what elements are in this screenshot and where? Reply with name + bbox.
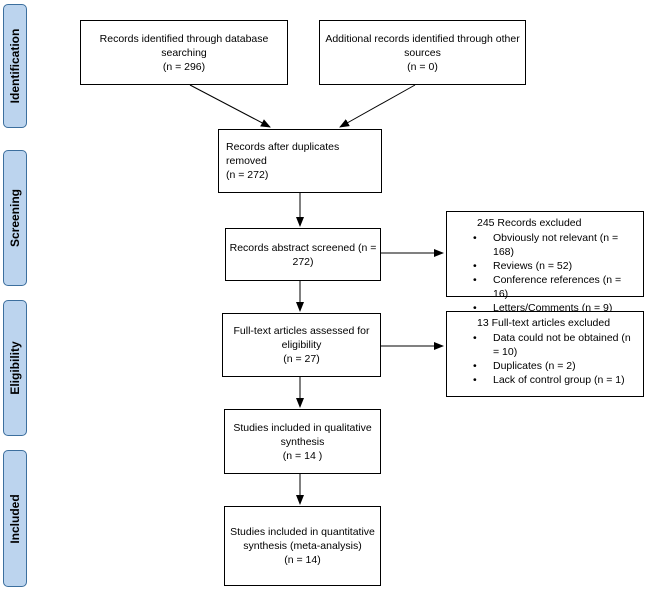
box-dedup-line-1: Records after duplicates removed: [226, 141, 340, 167]
box-qualitative-line-3: (n = 14 ): [282, 449, 323, 462]
arrow-database-to-dedup: [189, 84, 271, 128]
box-screened-line-1: Records abstract screened (n =: [229, 241, 377, 254]
box-qualitative-line-2: synthesis: [280, 435, 325, 448]
box-database-records: Records identified through database sear…: [80, 20, 288, 85]
box-database-line-1: Records identified through database: [99, 32, 269, 45]
stage-included: Included: [3, 450, 27, 587]
box-fulltext-excluded: 13 Full-text articles excluded Data coul…: [446, 311, 644, 397]
stage-identification: Identification: [3, 4, 27, 128]
box-quantitative-line-2: synthesis (meta-analysis): [243, 540, 362, 552]
box-other-line-3: (n = 0): [407, 60, 438, 73]
fulltext-excluded-title: 13 Full-text articles excluded: [477, 317, 611, 329]
records-excluded-title: 245 Records excluded: [477, 217, 582, 229]
box-quantitative-synthesis: Studies included in quantitative synthes…: [224, 506, 381, 586]
box-fulltext-line-1: Full-text articles assessed for: [233, 325, 370, 337]
box-screened-line-2: 272): [292, 255, 314, 268]
list-item: Lack of control group (n = 1): [473, 373, 637, 387]
box-abstract-screened: Records abstract screened (n = 272): [225, 228, 381, 281]
box-quantitative-line-3: (n = 14): [284, 554, 321, 566]
box-qualitative-synthesis: Studies included in qualitative synthesi…: [224, 409, 381, 474]
box-dedup-line-2: (n = 272): [226, 169, 269, 181]
stage-screening: Screening: [3, 150, 27, 286]
stage-eligibility: Eligibility: [3, 300, 27, 436]
box-database-line-2: searching: [161, 46, 207, 59]
box-other-line-2: sources: [404, 46, 441, 59]
box-fulltext-assessed: Full-text articles assessed for eligibil…: [222, 313, 381, 377]
list-item: Conference references (n = 16): [473, 273, 637, 301]
list-item: Data could not be obtained (n = 10): [473, 331, 637, 359]
box-records-excluded: 245 Records excluded Obviously not relev…: [446, 211, 644, 315]
arrow-other-to-dedup: [339, 84, 416, 128]
box-fulltext-line-2: eligibility: [281, 339, 322, 351]
box-other-records: Additional records identified through ot…: [319, 20, 526, 85]
box-after-duplicates: Records after duplicates removed (n = 27…: [218, 129, 382, 193]
list-item: Duplicates (n = 2): [473, 359, 637, 373]
box-database-line-3: (n = 296): [162, 60, 206, 73]
box-qualitative-line-1: Studies included in qualitative: [233, 421, 372, 434]
box-quantitative-line-1: Studies included in quantitative: [230, 526, 375, 538]
list-item: Reviews (n = 52): [473, 259, 637, 273]
records-excluded-list: Obviously not relevant (n = 168) Reviews…: [473, 231, 637, 315]
box-other-line-1: Additional records identified through ot…: [325, 32, 520, 45]
list-item: Obviously not relevant (n = 168): [473, 231, 637, 259]
box-fulltext-line-3: (n = 27): [283, 353, 320, 365]
fulltext-excluded-list: Data could not be obtained (n = 10) Dupl…: [473, 331, 637, 387]
